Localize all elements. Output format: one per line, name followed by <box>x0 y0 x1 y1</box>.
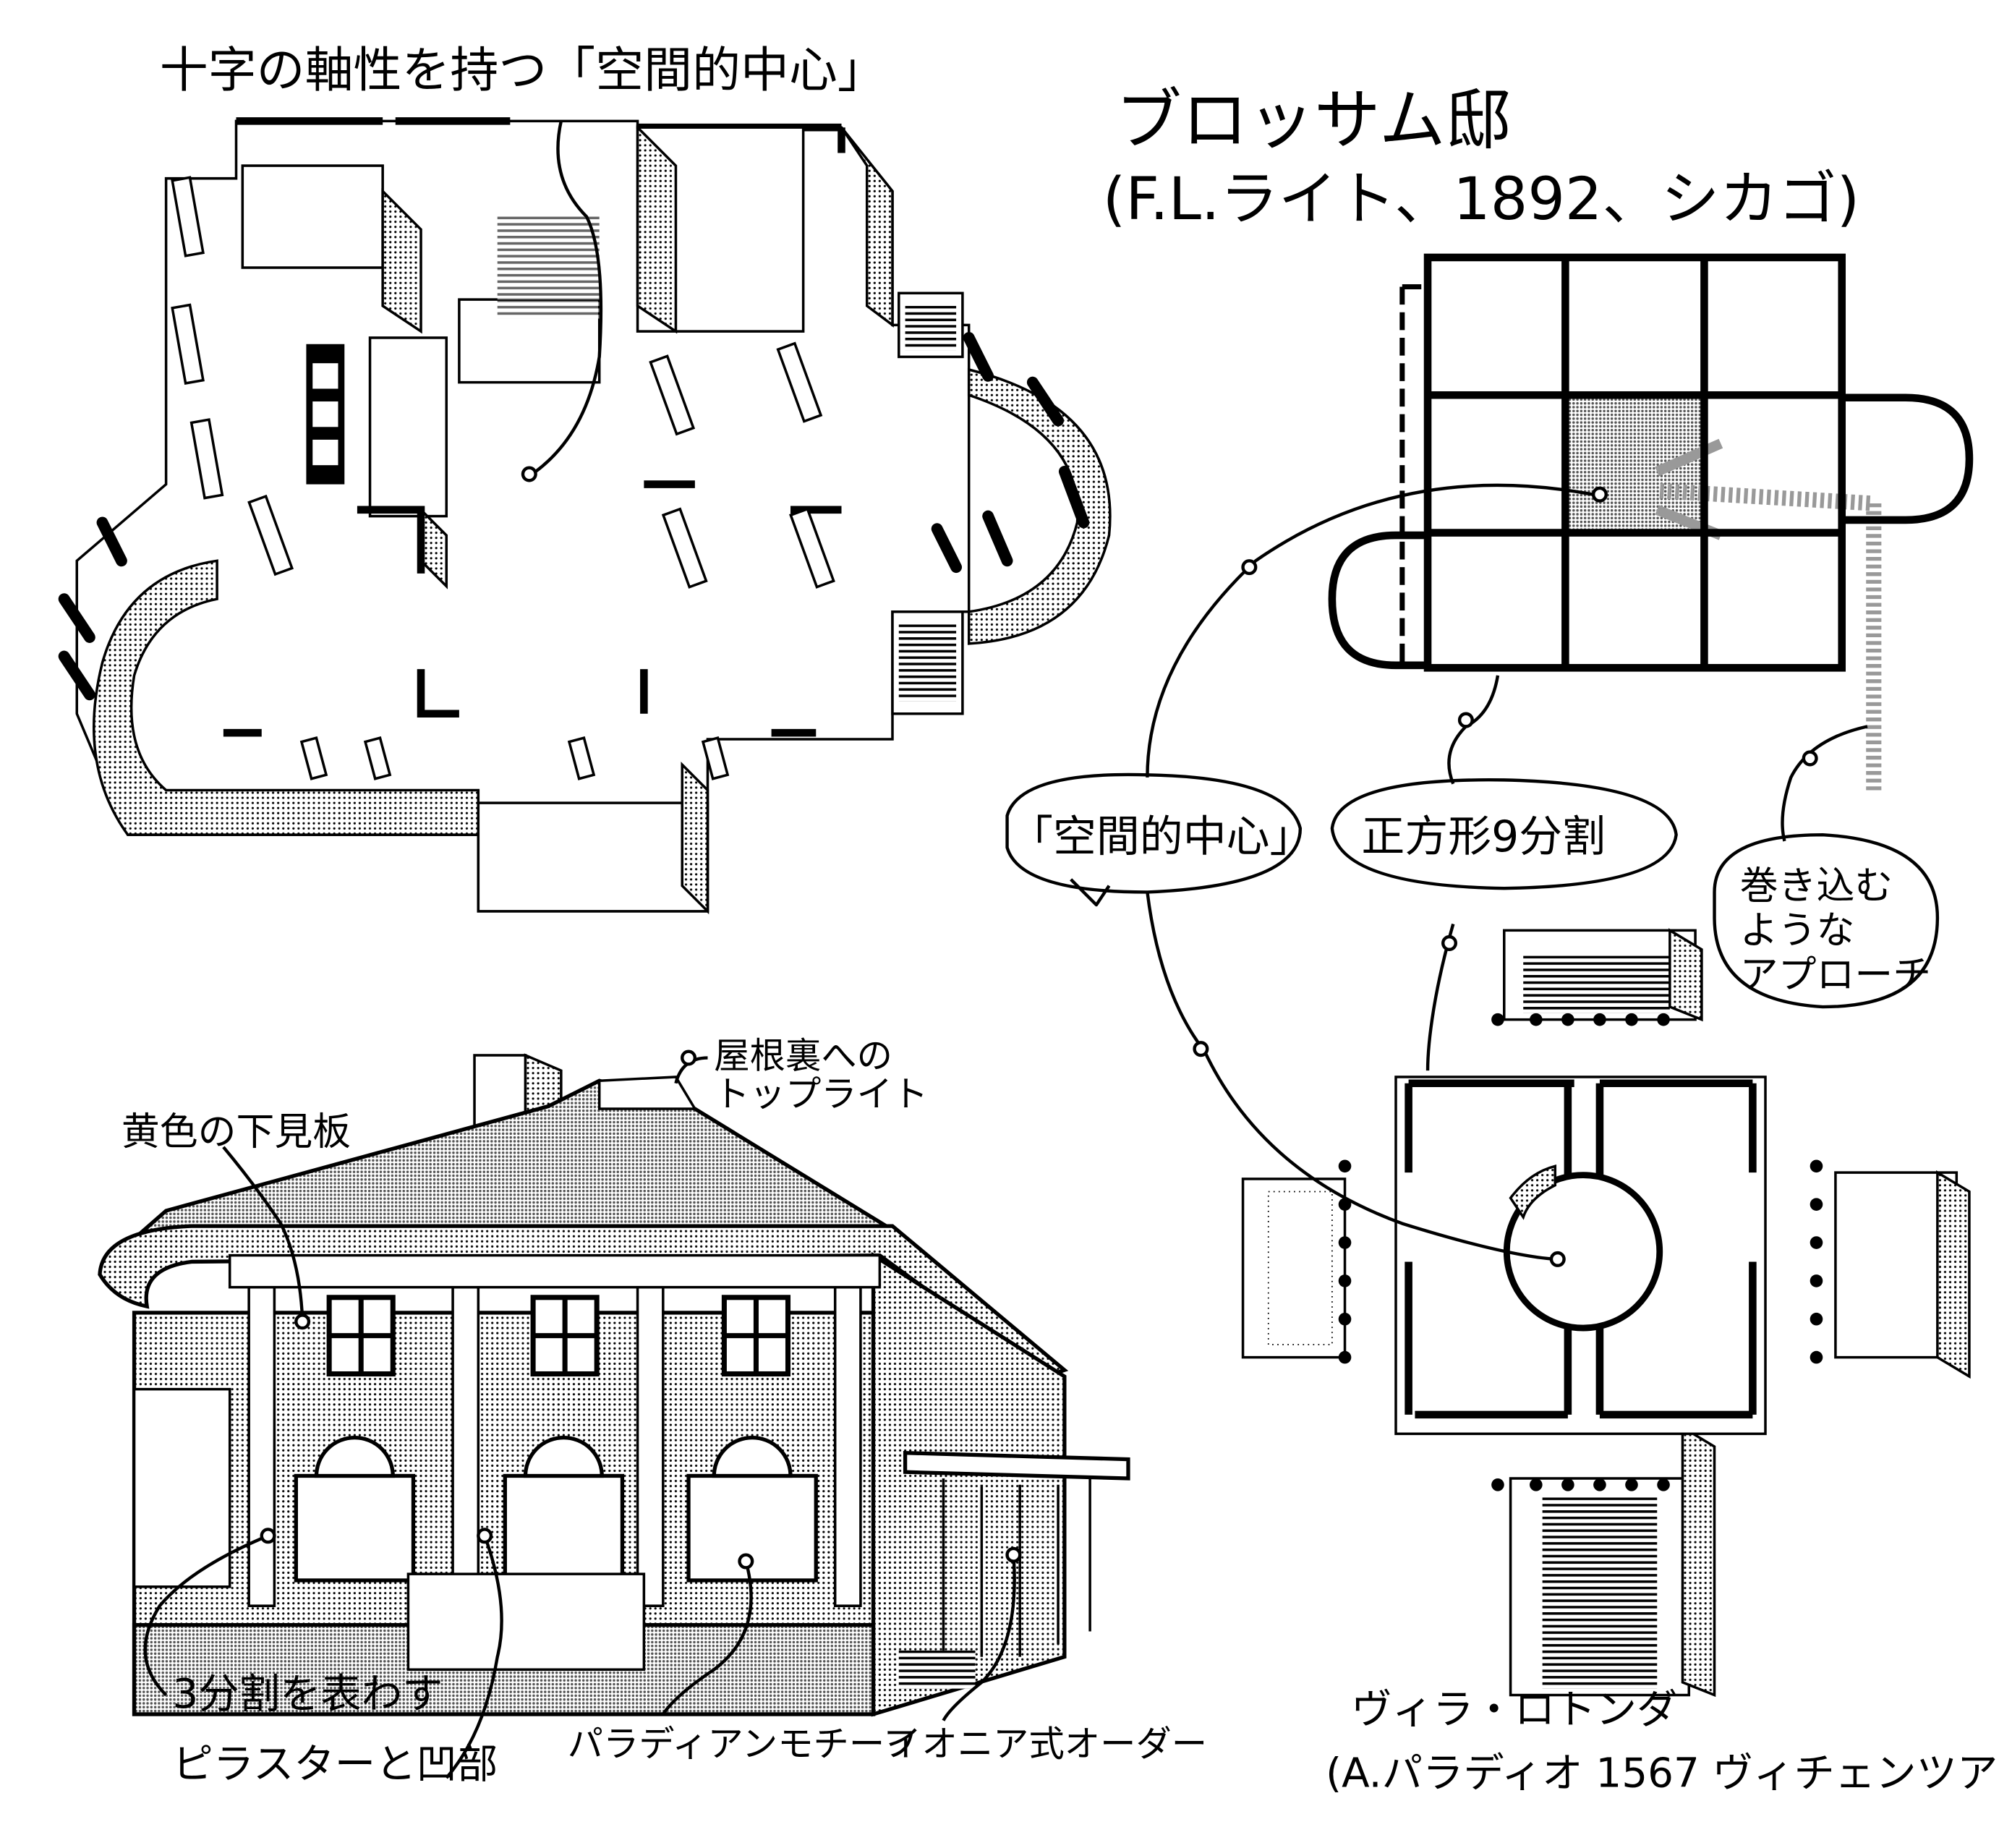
bubble-spatial-center: 「空間的中心」 <box>1005 772 1313 907</box>
ionic-label: イオニア式オーダー <box>886 1723 1207 1765</box>
bubble-approach-line1: 巻き込む <box>1740 864 1893 908</box>
title-block: ブロッサム邸 (F.L.ライト、1892、シカゴ) <box>1103 81 1860 234</box>
skylight-label-line2: トップライト <box>714 1073 928 1115</box>
pilaster-label-line1: 3分割を表わす <box>172 1671 443 1718</box>
side-facade <box>871 1251 1067 1717</box>
skylight <box>597 1076 697 1110</box>
rotonda-credit: (A.パラディオ 1567 ヴィチェンツア) <box>1326 1750 1999 1797</box>
bubble-nine-square: 正方形9分割 <box>1330 778 1678 890</box>
bubble-grid-text: 正方形9分割 <box>1361 812 1606 862</box>
villa-rotonda-axonometric-plan: ヴィラ・ロトンダ (A.パラディオ 1567 ヴィチェンツア) <box>1146 892 1999 1797</box>
palladian-label: パラディアンモチーフ <box>568 1723 918 1765</box>
bubble-approach: 巻き込む ような アプローチ <box>1713 833 1940 1009</box>
bubble-approach-line3: アプローチ <box>1740 953 1931 997</box>
palladian-windows <box>294 1435 818 1583</box>
bubble-center-text: 「空間的中心」 <box>1010 812 1313 862</box>
porch-roof <box>903 1451 1130 1481</box>
bubble-approach-line2: ような <box>1740 908 1855 953</box>
skylight-label-line1: 屋根裏への <box>714 1035 892 1077</box>
house-name: ブロッサム邸 <box>1115 81 1512 158</box>
siding-label: 黄色の下見板 <box>122 1110 351 1154</box>
rotonda-name: ヴィラ・ロトンダ <box>1351 1686 1677 1733</box>
plan-caption: 十字の軸性を持つ「空間的中心」 <box>160 42 886 98</box>
house-credit: (F.L.ライト、1892、シカゴ) <box>1103 166 1860 234</box>
blossom-house-axonometric-plan: 十字の軸性を持つ「空間的中心」 <box>58 42 1112 915</box>
blossom-house-elevation: 屋根裏への トップライト 黄色の下見板 3分割を表わす ピラスターと凹部 パラデ… <box>98 1035 1207 1788</box>
nine-square-grid-diagram <box>1146 253 1974 842</box>
pilaster-label-line2: ピラスターと凹部 <box>172 1741 498 1788</box>
